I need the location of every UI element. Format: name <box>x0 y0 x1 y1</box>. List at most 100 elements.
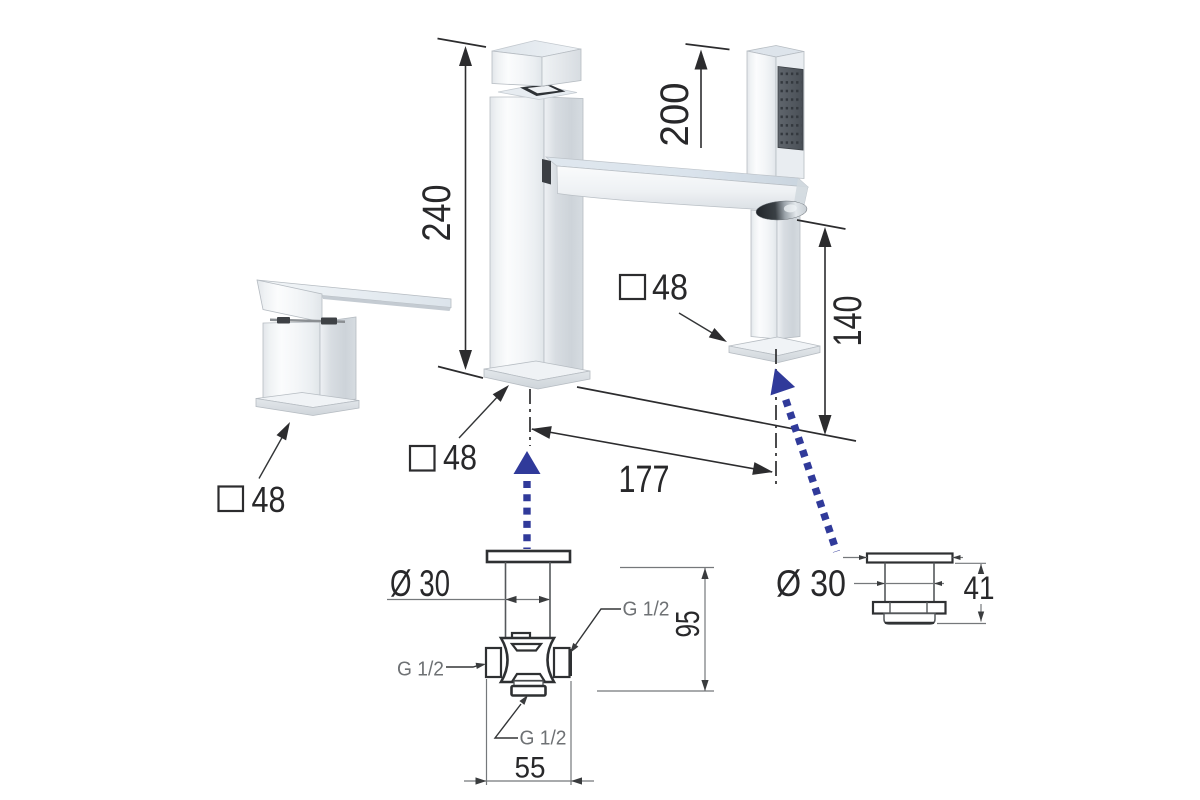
holder-callout-arrow <box>708 328 727 342</box>
install-arrow-shank-head <box>770 368 796 396</box>
install-arrow-spout <box>513 451 541 549</box>
spray-nozzle-dots <box>779 70 802 148</box>
bath-spout <box>542 156 810 221</box>
valve-55-text: 55 <box>515 752 546 785</box>
hand-shower <box>746 45 805 179</box>
square-48-lever-callout: 48 <box>217 422 290 520</box>
dim-140-arrow-down <box>818 415 832 435</box>
lever-base-plate-skirt <box>255 398 360 416</box>
valve-rough-in-drawing: Ø 30 95 55 G 1/2 G 1/2 G 1/2 <box>387 549 714 785</box>
shower-holder <box>728 209 821 363</box>
dim-140-top-tick <box>796 219 846 230</box>
valve-dia-arrow-right <box>539 595 550 604</box>
valve-flange <box>485 549 572 564</box>
valve-55-arrow-right <box>571 777 582 785</box>
dim-240-arrow-up <box>459 46 472 66</box>
valve-95-arrow-down <box>701 680 709 691</box>
dimension-140: 140 <box>576 219 870 442</box>
shank-dia-arrow-right <box>934 581 942 586</box>
thread-left-text: G 1/2 <box>397 659 444 681</box>
spout-callout-leader <box>458 392 502 439</box>
dim-240-bottom-tick <box>437 365 484 379</box>
dim-240-top-tick <box>437 37 487 48</box>
dimension-240: 240 <box>415 37 487 379</box>
thread-right-leader <box>573 608 621 647</box>
dim-200-text: 200 <box>653 83 697 147</box>
thread-right-text: G 1/2 <box>623 599 670 621</box>
dim-140-arrow-up <box>818 227 832 247</box>
dim-240-arrow-down <box>459 350 472 370</box>
dim-177-arrow-left <box>531 426 552 439</box>
valve-dia-text: Ø 30 <box>390 563 450 604</box>
lever-body-side <box>319 316 357 407</box>
spout-aerator-gleam <box>783 204 797 213</box>
deck-reference-line <box>576 386 857 442</box>
square-section-icon-holder <box>618 273 647 301</box>
square-48-spout-callout: 48 <box>408 385 509 478</box>
valve-dia-arrow-left <box>505 595 517 604</box>
thread-bottom-arrow <box>519 695 528 705</box>
valve-bottom-seat <box>510 672 547 683</box>
square-48-lever-text: 48 <box>252 479 286 520</box>
shank-dia-arrow-left <box>877 581 885 586</box>
dimension-200: 200 <box>653 43 730 148</box>
shank-tail <box>883 612 936 625</box>
top-cube-front-face <box>491 50 543 87</box>
thread-right-arrow <box>570 642 579 653</box>
holder-callout-leader <box>678 312 715 335</box>
valve-55-arrow-left <box>475 777 487 785</box>
dim-177-text: 177 <box>619 459 670 501</box>
valve-bottom-cap <box>510 684 547 697</box>
lever-callout-arrow <box>276 422 290 441</box>
shank-nut <box>871 600 947 615</box>
top-cube-side-face <box>541 48 582 87</box>
square-section-icon-lever <box>217 485 245 513</box>
thread-label-bottom: G 1/2 <box>493 695 567 750</box>
holder-pillar-front <box>750 209 778 340</box>
dim-240-text: 240 <box>415 185 459 242</box>
install-arrow-shank <box>770 368 841 553</box>
shank-flange <box>865 552 954 564</box>
dim-200-arrow-up <box>694 49 708 70</box>
spout-callout-arrow <box>492 385 509 402</box>
spout-column <box>483 40 591 390</box>
shank-side-drawing: Ø 30 41 <box>776 552 995 625</box>
dim-140-text: 140 <box>826 296 870 347</box>
thread-label-left: G 1/2 <box>397 659 486 681</box>
lever-body-front <box>262 321 321 407</box>
shank-flange-arrow-right <box>952 555 961 560</box>
cartridge-frame-inner <box>527 85 559 94</box>
thread-left-leader <box>446 664 479 668</box>
lever-blade-underlip <box>322 295 451 311</box>
thread-left-arrow <box>475 662 486 669</box>
shank-41-text: 41 <box>964 570 995 606</box>
dim-177-line <box>531 428 773 473</box>
shank-flange-arrow-left <box>859 555 867 560</box>
spout-joint-shadow <box>542 159 551 185</box>
lever-callout-leader <box>258 433 285 479</box>
holder-base-plate-skirt <box>728 345 821 363</box>
column-base-plate-skirt <box>483 368 591 390</box>
thread-label-right: G 1/2 <box>570 599 670 653</box>
lever-seam-nub-left <box>277 317 290 324</box>
install-arrow-shank-dots <box>782 398 841 553</box>
shank-41-arrow-up <box>977 564 985 574</box>
thread-bottom-leader <box>493 703 522 739</box>
column-front-face <box>489 96 545 375</box>
shank-41-arrow-down <box>977 611 985 622</box>
install-arrow-spout-head <box>513 451 541 474</box>
valve-port-left <box>484 646 503 679</box>
valve-95-text: 95 <box>669 611 706 638</box>
dimension-177: 177 <box>529 349 777 501</box>
holder-pillar-side <box>776 210 801 340</box>
shank-dia-text: Ø 30 <box>776 563 846 604</box>
square-section-icon-spout <box>408 444 436 472</box>
hand-shower-front-face <box>746 50 777 177</box>
square-48-spout-text: 48 <box>443 439 477 478</box>
dim-177-arrow-right <box>752 462 773 475</box>
thread-bottom-text: G 1/2 <box>520 728 567 750</box>
valve-top-seat <box>509 642 544 652</box>
lever-seam-nub-right <box>321 317 337 325</box>
dim-200-top-tick <box>685 43 730 51</box>
